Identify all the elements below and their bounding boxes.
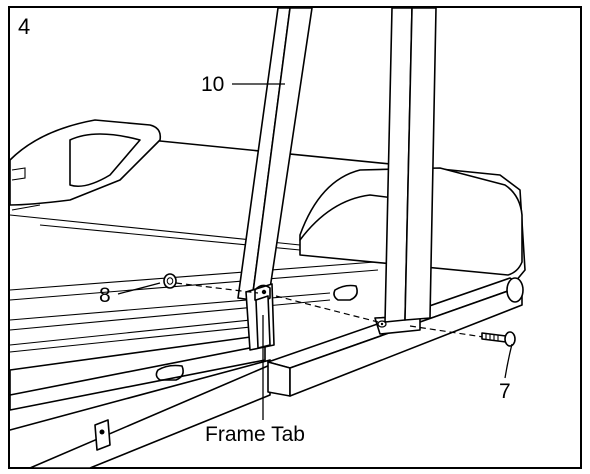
callout-10: 10 [201, 73, 225, 96]
nut-8 [163, 273, 177, 289]
leader-7 [504, 343, 513, 379]
bolt-7 [481, 331, 516, 347]
callout-7: 7 [499, 380, 511, 403]
treadmill-belt-rails [9, 261, 379, 469]
step-number: 4 [18, 14, 31, 39]
callout-8: 8 [99, 284, 111, 307]
upright-right [384, 7, 437, 323]
callout-frame-tab: Frame Tab [205, 423, 305, 446]
leader-8 [117, 282, 161, 295]
front-crossbar [267, 277, 524, 397]
assembly-line [175, 282, 259, 294]
